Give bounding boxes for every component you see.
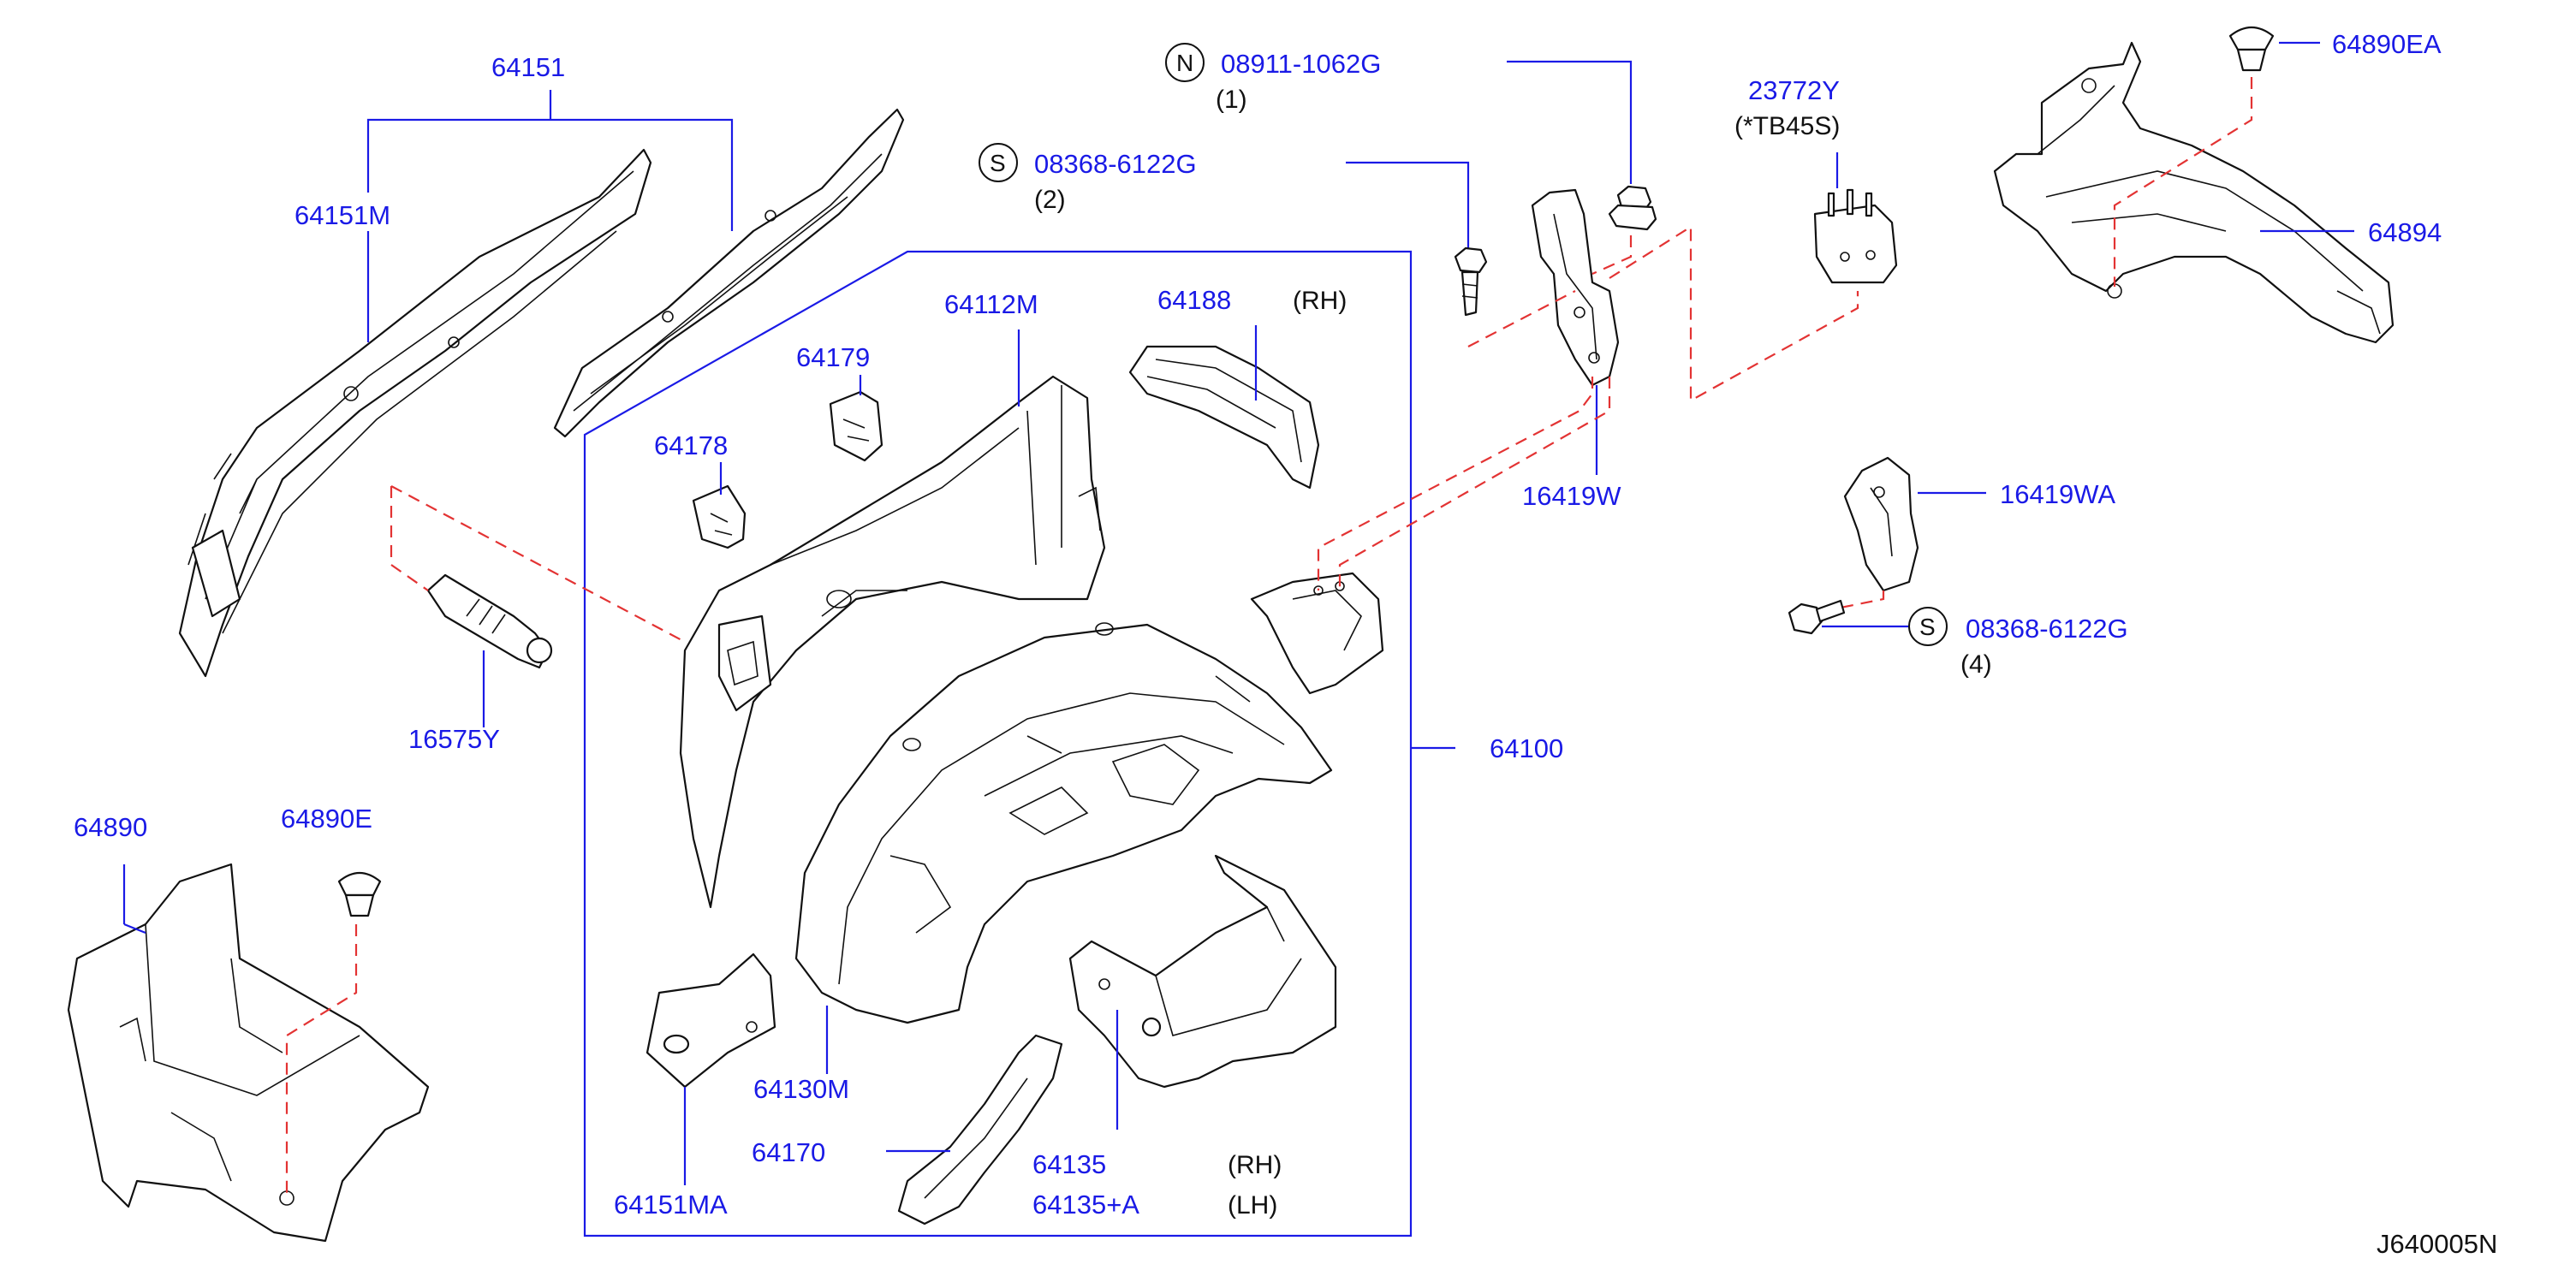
label-bolt-top-qty: (2): [1034, 186, 1066, 214]
bracket-16419W-shape: [1531, 188, 1620, 387]
label-64151M: 64151M: [294, 200, 390, 230]
label-23772Y-note: (*TB45S): [1734, 112, 1840, 140]
splash-shield-64890-shape: [67, 863, 430, 1243]
label-bolt-right-part: 08368-6122G: [1966, 614, 2128, 644]
wheelhouse-panel-64112M-shape: [679, 375, 1106, 909]
label-16419WA: 16419WA: [2000, 479, 2115, 509]
nut-shape: [1608, 185, 1657, 231]
mount-bracket-shape: [1250, 572, 1384, 695]
label-64135A: 64135+A: [1032, 1190, 1139, 1220]
label-64890EA: 64890EA: [2332, 29, 2442, 59]
label-64112M: 64112M: [944, 289, 1038, 319]
label-64178: 64178: [654, 430, 728, 460]
bolt-right-symbol-icon: [1908, 607, 1948, 646]
nut-symbol-icon: [1165, 43, 1205, 82]
label-64151MA: 64151MA: [614, 1190, 728, 1220]
label-64135-side: (RH): [1228, 1151, 1282, 1179]
diagram-reference: J640005N: [2377, 1229, 2497, 1259]
bolt-right-shape: [1788, 599, 1846, 635]
svg-text:N: N: [1176, 50, 1193, 76]
label-16575Y: 16575Y: [408, 724, 500, 754]
reinforcement-64188-shape: [1128, 345, 1320, 490]
label-64100: 64100: [1490, 733, 1563, 763]
label-64890E: 64890E: [281, 804, 372, 834]
label-64179: 64179: [796, 342, 870, 372]
label-23772Y: 23772Y: [1748, 75, 1840, 105]
assembly-frame: [583, 250, 1413, 1237]
label-64130M: 64130M: [753, 1074, 849, 1104]
cowl-top-rail-right-shape: [553, 108, 905, 438]
wheel-arch-64130M-shape: [794, 622, 1333, 1024]
label-nut-part: 08911-1062G: [1221, 49, 1381, 79]
svg-text:S: S: [990, 150, 1006, 176]
label-64135: 64135: [1032, 1149, 1106, 1179]
bolt-symbol-icon: [979, 143, 1018, 182]
relay-23772Y-shape: [1813, 188, 1898, 284]
valve-16575Y-shape: [426, 573, 553, 669]
label-64188-side: (RH): [1293, 287, 1347, 315]
bolt-top-shape: [1454, 246, 1488, 317]
bracket-16419WA-shape: [1843, 456, 1919, 592]
label-64890: 64890: [74, 812, 147, 842]
label-64170: 64170: [752, 1137, 825, 1167]
label-bolt-top-part: 08368-6122G: [1034, 149, 1197, 179]
bracket-64170-shape: [897, 1034, 1063, 1225]
splash-shield-64894-shape: [1993, 41, 2395, 344]
support-64135-shape: [1068, 854, 1337, 1089]
label-16419W: 16419W: [1522, 481, 1621, 511]
clip-64890E-shape: [337, 871, 382, 917]
bracket-64179-shape: [829, 390, 883, 462]
label-64188: 64188: [1157, 285, 1231, 315]
bracket-64178-shape: [692, 484, 747, 549]
clip-64890EA-shape: [2228, 26, 2275, 72]
label-bolt-right-qty: (4): [1960, 650, 1992, 679]
label-64894: 64894: [2368, 217, 2442, 247]
label-64135A-side: (LH): [1228, 1191, 1277, 1220]
svg-text:S: S: [1919, 614, 1936, 640]
cowl-top-rail-left-shape: [178, 148, 652, 678]
bracket-64151MA-shape: [645, 952, 776, 1089]
label-64151: 64151: [491, 52, 565, 82]
label-nut-qty: (1): [1216, 86, 1247, 114]
